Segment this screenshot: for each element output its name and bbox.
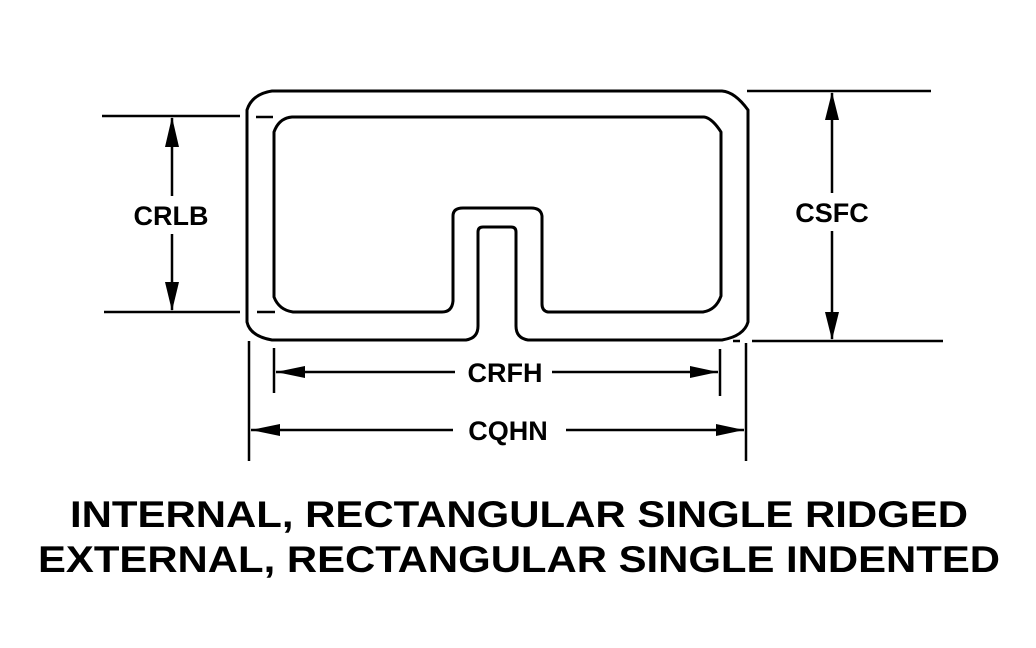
caption-line-2: EXTERNAL, RECTANGULAR SINGLE INDENTED (38, 539, 1000, 580)
dimension-cqhn: CQHN (247, 341, 748, 461)
arrow-up-icon (825, 92, 839, 120)
arrow-left-icon (276, 366, 305, 378)
dimension-csfc: CSFC (747, 89, 943, 343)
dimension-crlb: CRLB (102, 114, 240, 314)
dimension-label-crlb: CRLB (134, 201, 209, 231)
dimension-label-crfh: CRFH (468, 358, 543, 388)
outer-profile (245, 89, 750, 342)
arrow-down-icon (825, 312, 839, 340)
dimension-label-cqhn: CQHN (468, 416, 548, 446)
dimension-label-csfc: CSFC (795, 198, 869, 228)
arrow-right-icon (690, 366, 718, 378)
dimension-crfh: CRFH (272, 348, 722, 396)
caption-line-1: INTERNAL, RECTANGULAR SINGLE RIDGED (70, 494, 968, 535)
arrow-right-icon (716, 424, 744, 436)
arrow-up-icon (165, 117, 179, 147)
arrow-left-icon (251, 424, 280, 436)
arrow-down-icon (165, 282, 179, 311)
inner-profile (272, 115, 723, 314)
